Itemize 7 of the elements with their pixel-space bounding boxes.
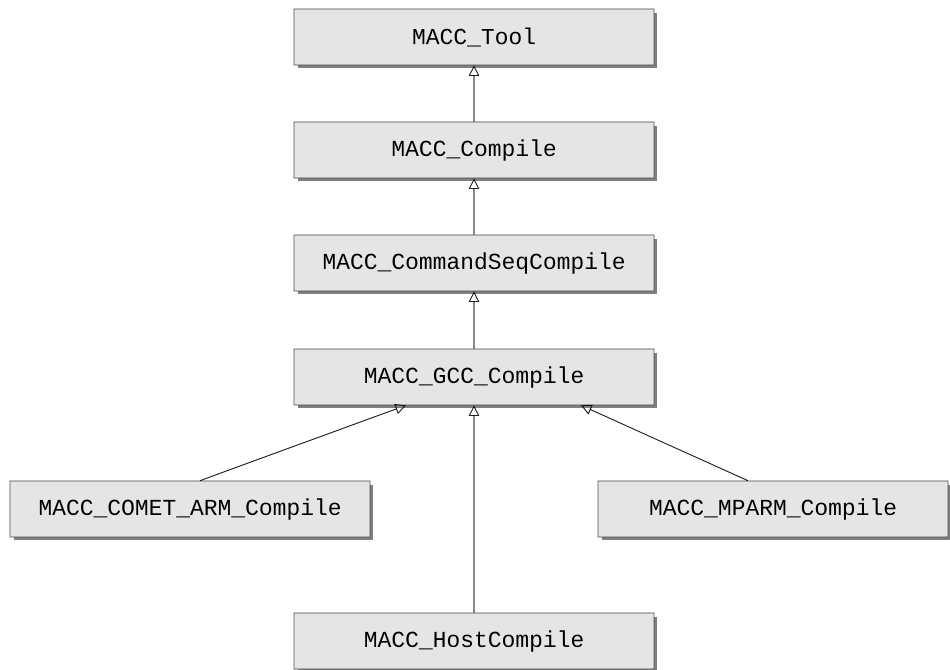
class-box: MACC_CommandSeqCompile bbox=[294, 234, 657, 294]
class-box: MACC_MPARM_Compile bbox=[598, 480, 950, 540]
class-box: MACC_HostCompile bbox=[294, 612, 657, 670]
class-box: MACC_Tool bbox=[294, 8, 657, 68]
class-box: MACC_COMET_ARM_Compile bbox=[10, 480, 373, 540]
class-box: MACC_GCC_Compile bbox=[294, 348, 657, 408]
class-box: MACC_Compile bbox=[294, 122, 657, 181]
